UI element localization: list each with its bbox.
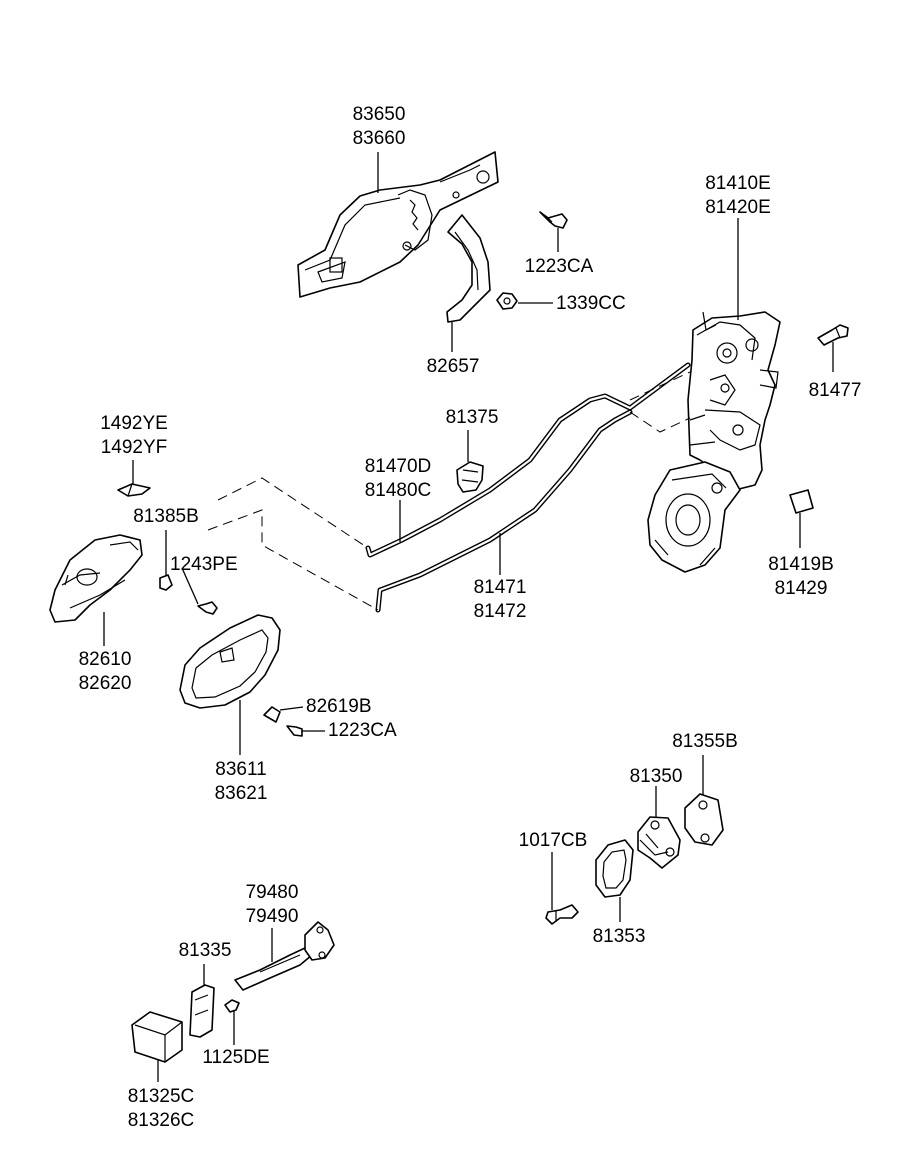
label-79490: 79490 <box>245 906 299 927</box>
label-1492yf: 1492YF <box>100 437 168 458</box>
label-81353: 81353 <box>592 926 646 947</box>
label-1125de: 1125DE <box>202 1047 270 1068</box>
label-1017cb: 1017CB <box>518 830 588 851</box>
latch-screw-part <box>817 324 849 346</box>
label-1223ca-top: 1223CA <box>524 256 594 277</box>
label-81471: 81471 <box>473 577 527 598</box>
door-latch-assembly-part <box>687 311 781 491</box>
escutcheon-clip-part <box>263 706 281 723</box>
striker-shim-part <box>684 793 724 846</box>
label-81350: 81350 <box>629 766 683 787</box>
label-81477: 81477 <box>808 380 862 401</box>
checker-bolt-part <box>224 999 240 1013</box>
label-81472: 81472 <box>473 601 527 622</box>
label-83660: 83660 <box>352 128 406 149</box>
label-81375: 81375 <box>445 407 499 428</box>
label-1223ca-mid: 1223CA <box>328 720 397 741</box>
lock-rod-part <box>365 362 691 558</box>
label-81326c: 81326C <box>127 1110 195 1131</box>
screw-top-part <box>539 211 568 229</box>
nut-part <box>496 292 518 310</box>
door-checker-part <box>234 921 335 991</box>
label-1492ye: 1492YE <box>100 413 168 434</box>
door-lock-actuator-part <box>647 461 741 573</box>
label-1339cc: 1339CC <box>556 293 626 314</box>
handle-escutcheon-part <box>179 614 281 709</box>
label-81470d: 81470D <box>364 456 432 477</box>
label-82620: 82620 <box>78 673 132 694</box>
label-81420e: 81420E <box>705 197 771 218</box>
label-1243pe: 1243PE <box>170 554 238 575</box>
handle-screw-part <box>197 601 218 615</box>
label-81325c: 81325C <box>127 1086 195 1107</box>
label-81410e: 81410E <box>705 173 771 194</box>
door-striker-part <box>637 816 681 869</box>
latch-cap-part <box>789 489 814 514</box>
inside-handle-bracket-part <box>297 151 499 298</box>
label-79480: 79480 <box>245 882 299 903</box>
small-clip-part <box>117 483 151 497</box>
handle-rod-part <box>375 409 633 613</box>
checker-cover-part <box>131 1011 183 1063</box>
handle-cover-part <box>446 214 491 323</box>
inside-door-handle-part <box>49 534 143 623</box>
rod-retainer-part <box>159 574 173 591</box>
label-81335: 81335 <box>178 940 232 961</box>
label-82610: 82610 <box>78 649 132 670</box>
label-83611: 83611 <box>215 759 267 780</box>
label-81480c: 81480C <box>364 480 432 501</box>
label-81429: 81429 <box>774 578 828 599</box>
screw-mid-part <box>286 725 303 737</box>
label-81419b: 81419B <box>768 554 834 575</box>
striker-screw-part <box>545 904 579 925</box>
label-83650: 83650 <box>352 104 406 125</box>
label-82619b: 82619B <box>306 696 372 717</box>
label-82657: 82657 <box>426 356 480 377</box>
label-81385b: 81385B <box>133 506 199 527</box>
label-81355b: 81355B <box>672 731 738 752</box>
rod-clip-part <box>456 461 484 493</box>
checker-bracket-part <box>189 984 215 1038</box>
striker-gasket-part <box>595 839 634 898</box>
label-83621: 83621 <box>214 783 268 804</box>
